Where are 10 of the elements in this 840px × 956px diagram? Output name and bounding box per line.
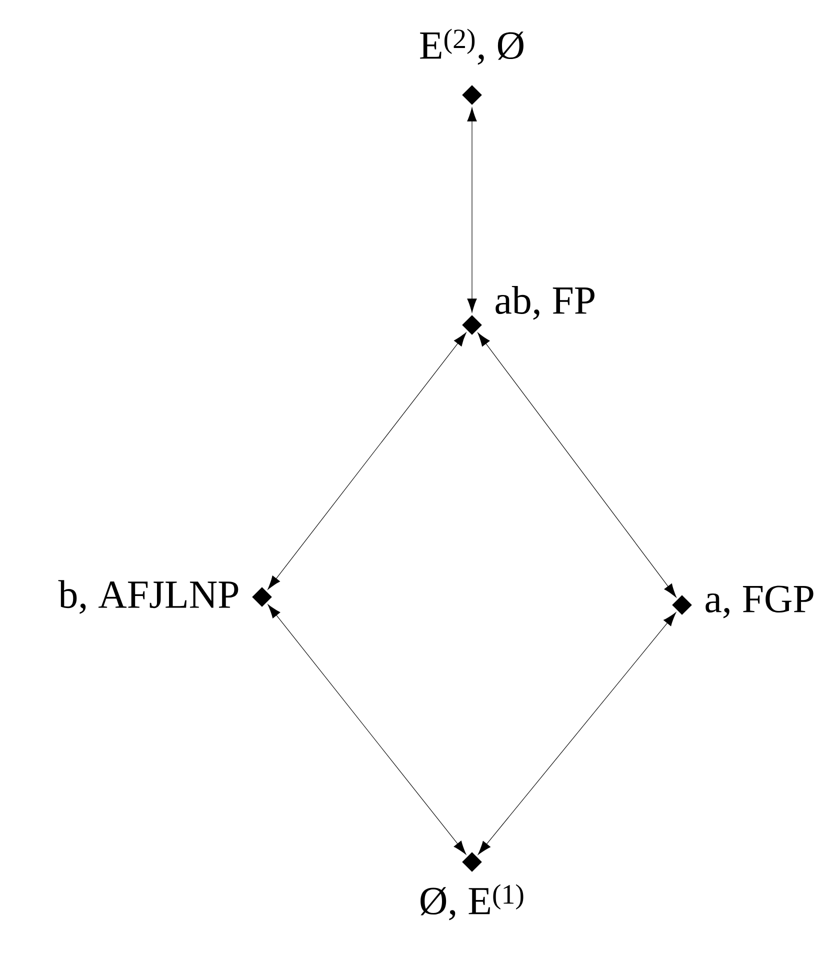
point-label: E$^{(2)}$, Ø bbox=[420, 28, 524, 65]
arrow bbox=[478, 612, 676, 855]
arrow bbox=[478, 332, 676, 598]
point-label: a, FGP bbox=[706, 586, 814, 618]
point-label: ab, FP bbox=[496, 286, 594, 320]
point-label: Ø, E$^{(1)}$ bbox=[420, 884, 524, 920]
arrow bbox=[467, 107, 477, 313]
arrow bbox=[268, 604, 466, 855]
point-label: b, AFJLNP bbox=[58, 580, 238, 614]
arrow bbox=[268, 332, 466, 590]
